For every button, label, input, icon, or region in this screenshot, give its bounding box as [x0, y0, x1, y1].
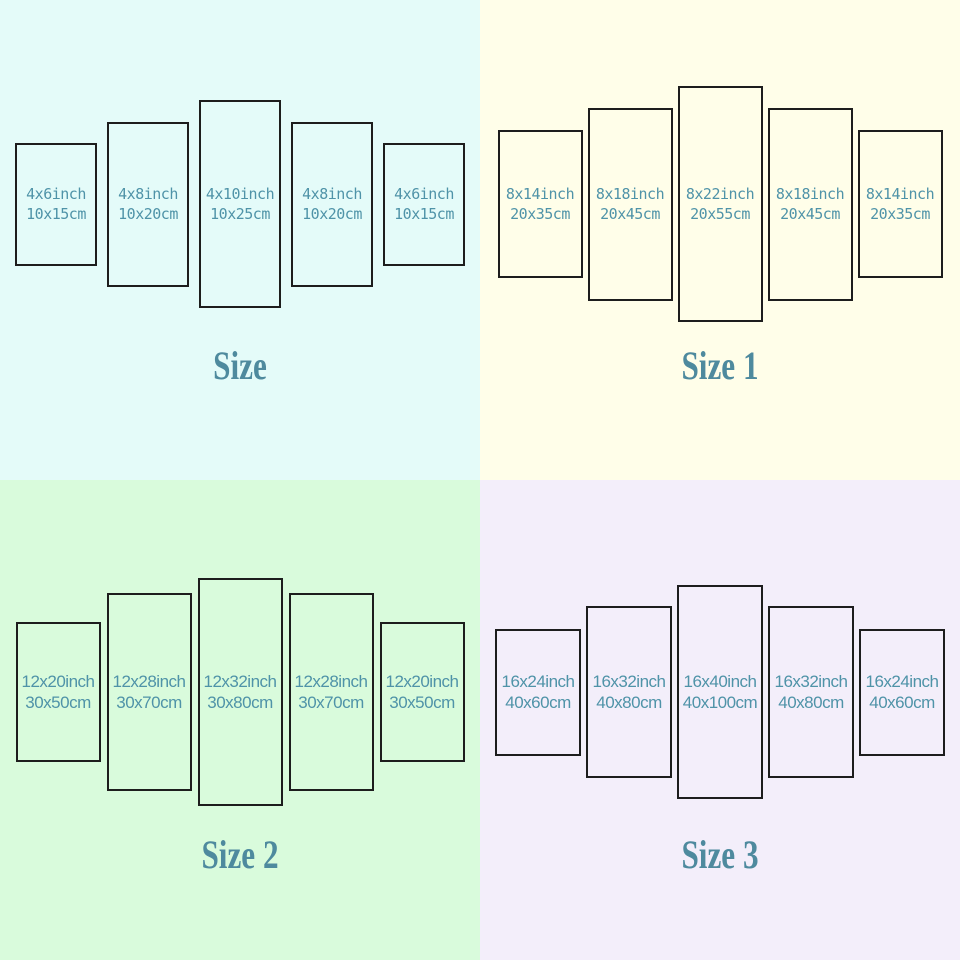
panel-size-inch: 8x18inch [595, 185, 665, 203]
panel-size-inch: 16x24inch [501, 672, 575, 691]
size-panel: 12x28inch 30x70cm [106, 593, 192, 791]
panel-label: 4x8inch 10x20cm [118, 184, 178, 224]
panel-size-inch: 16x32inch [592, 672, 666, 691]
panel-size-inch: 4x6inch [26, 185, 86, 203]
panel-size-cm: 20x45cm [600, 205, 660, 223]
size-panel: 4x8inch 10x20cm [291, 121, 373, 287]
panels-row: 4x6inch 10x15cm 4x8inch 10x20cm 4x10inch… [0, 0, 480, 408]
panel-label: 16x40inch 40x100cm [682, 671, 758, 713]
panel-size-inch: 16x24inch [865, 672, 939, 691]
panel-label: 4x10inch 10x25cm [205, 184, 275, 224]
panel-label: 8x22inch 20x55cm [685, 184, 755, 224]
size-panel: 8x14inch 20x35cm [497, 130, 583, 278]
panel-label: 12x28inch 30x70cm [294, 671, 368, 713]
size-panel: 12x20inch 30x50cm [15, 622, 101, 762]
panel-size-cm: 40x100cm [682, 693, 758, 712]
panel-label: 8x14inch 20x35cm [505, 184, 575, 224]
panel-size-cm: 20x35cm [870, 205, 930, 223]
panel-label: 16x32inch 40x80cm [774, 671, 848, 713]
size-panel: 4x10inch 10x25cm [199, 100, 281, 308]
panel-size-inch: 12x32inch [203, 672, 277, 691]
size-panel: 16x24inch 40x60cm [495, 628, 581, 756]
quadrant-size: 4x6inch 10x15cm 4x8inch 10x20cm 4x10inch… [0, 0, 480, 480]
panel-size-cm: 40x80cm [778, 693, 844, 712]
panel-size-inch: 16x40inch [683, 672, 757, 691]
panel-size-cm: 40x60cm [505, 693, 571, 712]
quadrant-title: Size 1 [681, 343, 759, 388]
size-panel: 16x24inch 40x60cm [859, 628, 945, 756]
panel-label: 12x28inch 30x70cm [112, 671, 186, 713]
panel-size-inch: 4x6inch [394, 185, 454, 203]
panel-label: 8x18inch 20x45cm [775, 184, 845, 224]
panel-size-inch: 12x28inch [112, 672, 186, 691]
panels-row: 12x20inch 30x50cm 12x28inch 30x70cm 12x3… [0, 480, 480, 904]
quadrant-title: Size [213, 343, 267, 388]
size-panel: 8x22inch 20x55cm [677, 86, 763, 322]
panel-size-cm: 30x80cm [207, 693, 273, 712]
size-panel: 8x18inch 20x45cm [587, 107, 673, 301]
panel-size-cm: 30x70cm [116, 693, 182, 712]
panel-size-inch: 8x14inch [865, 185, 935, 203]
size-panel: 16x32inch 40x80cm [768, 606, 854, 778]
size-panel: 16x32inch 40x80cm [586, 606, 672, 778]
size-panel: 12x32inch 30x80cm [197, 578, 283, 806]
panel-size-cm: 40x60cm [869, 693, 935, 712]
panel-size-inch: 8x14inch [505, 185, 575, 203]
panel-label: 4x6inch 10x15cm [26, 184, 86, 224]
quadrant-title: Size 3 [681, 832, 759, 877]
panel-size-inch: 12x20inch [385, 672, 459, 691]
panel-size-cm: 30x70cm [298, 693, 364, 712]
panel-size-inch: 4x8inch [118, 185, 178, 203]
panel-label: 16x24inch 40x60cm [501, 671, 575, 713]
panel-size-cm: 20x45cm [780, 205, 840, 223]
panel-size-inch: 4x10inch [205, 185, 275, 203]
panel-label: 16x24inch 40x60cm [865, 671, 939, 713]
quadrant-title: Size 2 [201, 832, 279, 877]
size-panel: 4x6inch 10x15cm [383, 142, 465, 266]
panel-label: 4x6inch 10x15cm [394, 184, 454, 224]
quadrant-size-1: 8x14inch 20x35cm 8x18inch 20x45cm 8x22in… [480, 0, 960, 480]
size-panel: 12x20inch 30x50cm [379, 622, 465, 762]
panel-size-cm: 40x80cm [596, 693, 662, 712]
panel-label: 8x18inch 20x45cm [595, 184, 665, 224]
size-panel: 16x40inch 40x100cm [677, 585, 763, 799]
panel-size-cm: 30x50cm [389, 693, 455, 712]
panel-label: 4x8inch 10x20cm [302, 184, 362, 224]
panel-size-cm: 30x50cm [25, 693, 91, 712]
panel-size-cm: 20x55cm [690, 205, 750, 223]
panel-size-inch: 12x20inch [21, 672, 95, 691]
size-panel: 12x28inch 30x70cm [288, 593, 374, 791]
size-panel: 4x6inch 10x15cm [15, 142, 97, 266]
panel-label: 8x14inch 20x35cm [865, 184, 935, 224]
panel-size-cm: 20x35cm [510, 205, 570, 223]
panel-label: 16x32inch 40x80cm [592, 671, 666, 713]
panels-row: 16x24inch 40x60cm 16x32inch 40x80cm 16x4… [480, 480, 960, 904]
panel-size-inch: 8x18inch [775, 185, 845, 203]
panels-row: 8x14inch 20x35cm 8x18inch 20x45cm 8x22in… [480, 0, 960, 408]
panel-size-inch: 8x22inch [685, 185, 755, 203]
size-panel: 8x14inch 20x35cm [857, 130, 943, 278]
panel-size-inch: 12x28inch [294, 672, 368, 691]
panel-size-inch: 4x8inch [302, 185, 362, 203]
panel-label: 12x32inch 30x80cm [203, 671, 277, 713]
panel-size-cm: 10x15cm [394, 205, 454, 223]
panel-label: 12x20inch 30x50cm [21, 671, 95, 713]
panel-size-cm: 10x25cm [210, 205, 270, 223]
quadrant-size-2: 12x20inch 30x50cm 12x28inch 30x70cm 12x3… [0, 480, 480, 960]
quadrant-size-3: 16x24inch 40x60cm 16x32inch 40x80cm 16x4… [480, 480, 960, 960]
panel-size-inch: 16x32inch [774, 672, 848, 691]
size-panel: 4x8inch 10x20cm [107, 121, 189, 287]
size-panel: 8x18inch 20x45cm [767, 107, 853, 301]
panel-size-cm: 10x20cm [302, 205, 362, 223]
panel-label: 12x20inch 30x50cm [385, 671, 459, 713]
panel-size-cm: 10x20cm [118, 205, 178, 223]
panel-size-cm: 10x15cm [26, 205, 86, 223]
